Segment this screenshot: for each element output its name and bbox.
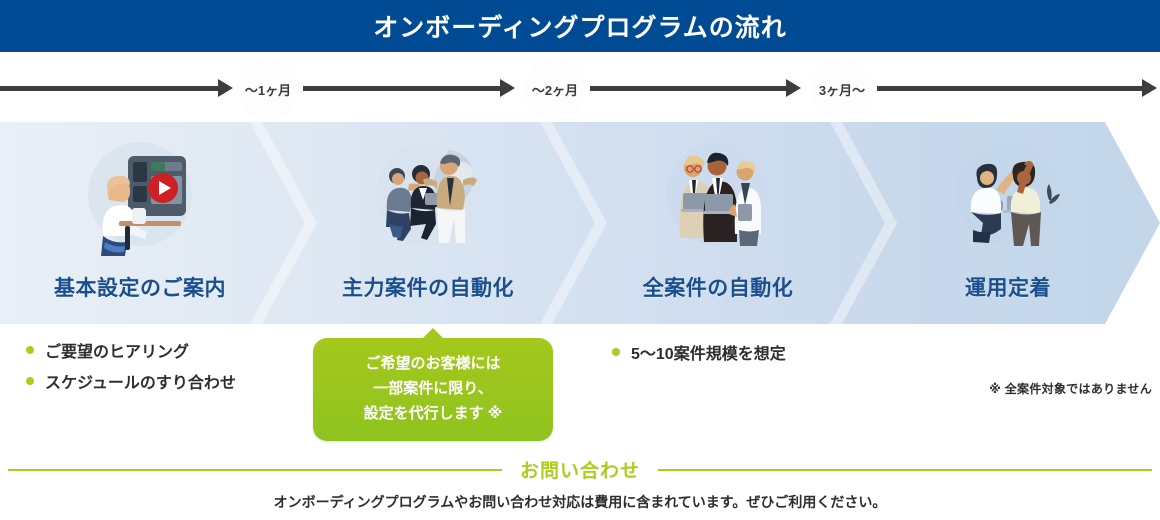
timeline-arrowhead-2-icon	[500, 79, 515, 97]
stage-2-callout: ご希望のお客様には 一部案件に限り、 設定を代行します ※	[313, 328, 553, 442]
timeline-marker-1: 〜1ヶ月	[237, 58, 299, 120]
timeline-segment-1	[0, 86, 222, 91]
high-five-celebration-illustration-icon	[956, 142, 1060, 246]
bullet-dot-icon	[612, 347, 620, 356]
contact-section: お問い合わせ オンボーディングプログラムやお問い合わせ対応は費用に含まれています…	[0, 456, 1160, 520]
contact-rule-right	[658, 468, 1153, 471]
timeline-arrowhead-4-icon	[1142, 79, 1157, 97]
disclaimer-note: ※ 全案件対象ではありません	[989, 382, 1152, 396]
contact-heading: お問い合わせ	[8, 456, 1153, 483]
page-title: オンボーディングプログラムの流れ	[373, 14, 787, 42]
list-item: スケジュールのすり合わせ	[26, 365, 236, 396]
stage-1-bullet-1-label: ご要望のヒアリング	[45, 343, 190, 361]
timeline-arrowhead-1-icon	[218, 79, 233, 97]
contact-subtitle: オンボーディングプログラムやお問い合わせ対応は費用に含まれています。ぜひご利用く…	[273, 494, 887, 510]
bullet-dot-icon	[26, 376, 34, 385]
stage-notes-row: ご要望のヒアリング スケジュールのすり合わせ ご希望のお客様には 一部案件に限り…	[0, 324, 1160, 456]
stage-1-bullet-2-label: スケジュールのすり合わせ	[45, 374, 236, 392]
list-item: 5〜10案件規模を想定	[612, 336, 786, 367]
stage-band-background	[0, 122, 1160, 324]
stage-3-label: 全案件の自動化	[642, 277, 794, 300]
stage-2-label: 主力案件の自動化	[342, 277, 514, 300]
contact-title: お問い合わせ	[520, 461, 641, 482]
timeline: 〜1ヶ月 〜2ヶ月 3ヶ月〜	[0, 52, 1160, 122]
stage-1-bullet-list: ご要望のヒアリング スケジュールのすり合わせ	[26, 334, 236, 396]
list-item: ご要望のヒアリング	[26, 334, 236, 365]
team-meeting-illustration-icon	[376, 142, 480, 246]
timeline-marker-3: 3ヶ月〜	[811, 58, 873, 120]
timeline-marker-2: 〜2ヶ月	[524, 58, 586, 120]
contact-rule-left	[8, 468, 502, 471]
bullet-dot-icon	[26, 345, 34, 354]
callout-line-3: 設定を代行します ※	[363, 404, 503, 422]
callout-line-1: ご希望のお客様には	[365, 355, 501, 372]
timeline-segment-2	[303, 86, 504, 91]
stage-band: 基本設定のご案内	[0, 122, 1160, 324]
callout-line-2: 一部案件に限り、	[373, 379, 493, 397]
three-people-laptops-illustration-icon	[666, 142, 770, 246]
timeline-segment-4	[877, 86, 1145, 91]
stage-3: 全案件の自動化	[573, 122, 863, 324]
stage-3-bullet-1-label: 5〜10案件規模を想定	[631, 345, 786, 363]
stage-3-bullet-list: 5〜10案件規模を想定	[612, 336, 786, 367]
stage-1-label: 基本設定のご案内	[54, 277, 226, 300]
stage-1: 基本設定のご案内	[0, 122, 280, 324]
page-header: オンボーディングプログラムの流れ	[0, 0, 1160, 52]
timeline-segment-3	[590, 86, 790, 91]
stage-4: 運用定着	[863, 122, 1153, 324]
callout-pointer-icon	[422, 328, 444, 339]
person-watching-video-illustration-icon	[88, 142, 192, 256]
stage-2: 主力案件の自動化	[283, 122, 573, 324]
timeline-arrowhead-3-icon	[786, 79, 801, 97]
stage-4-label: 運用定着	[965, 277, 1051, 300]
